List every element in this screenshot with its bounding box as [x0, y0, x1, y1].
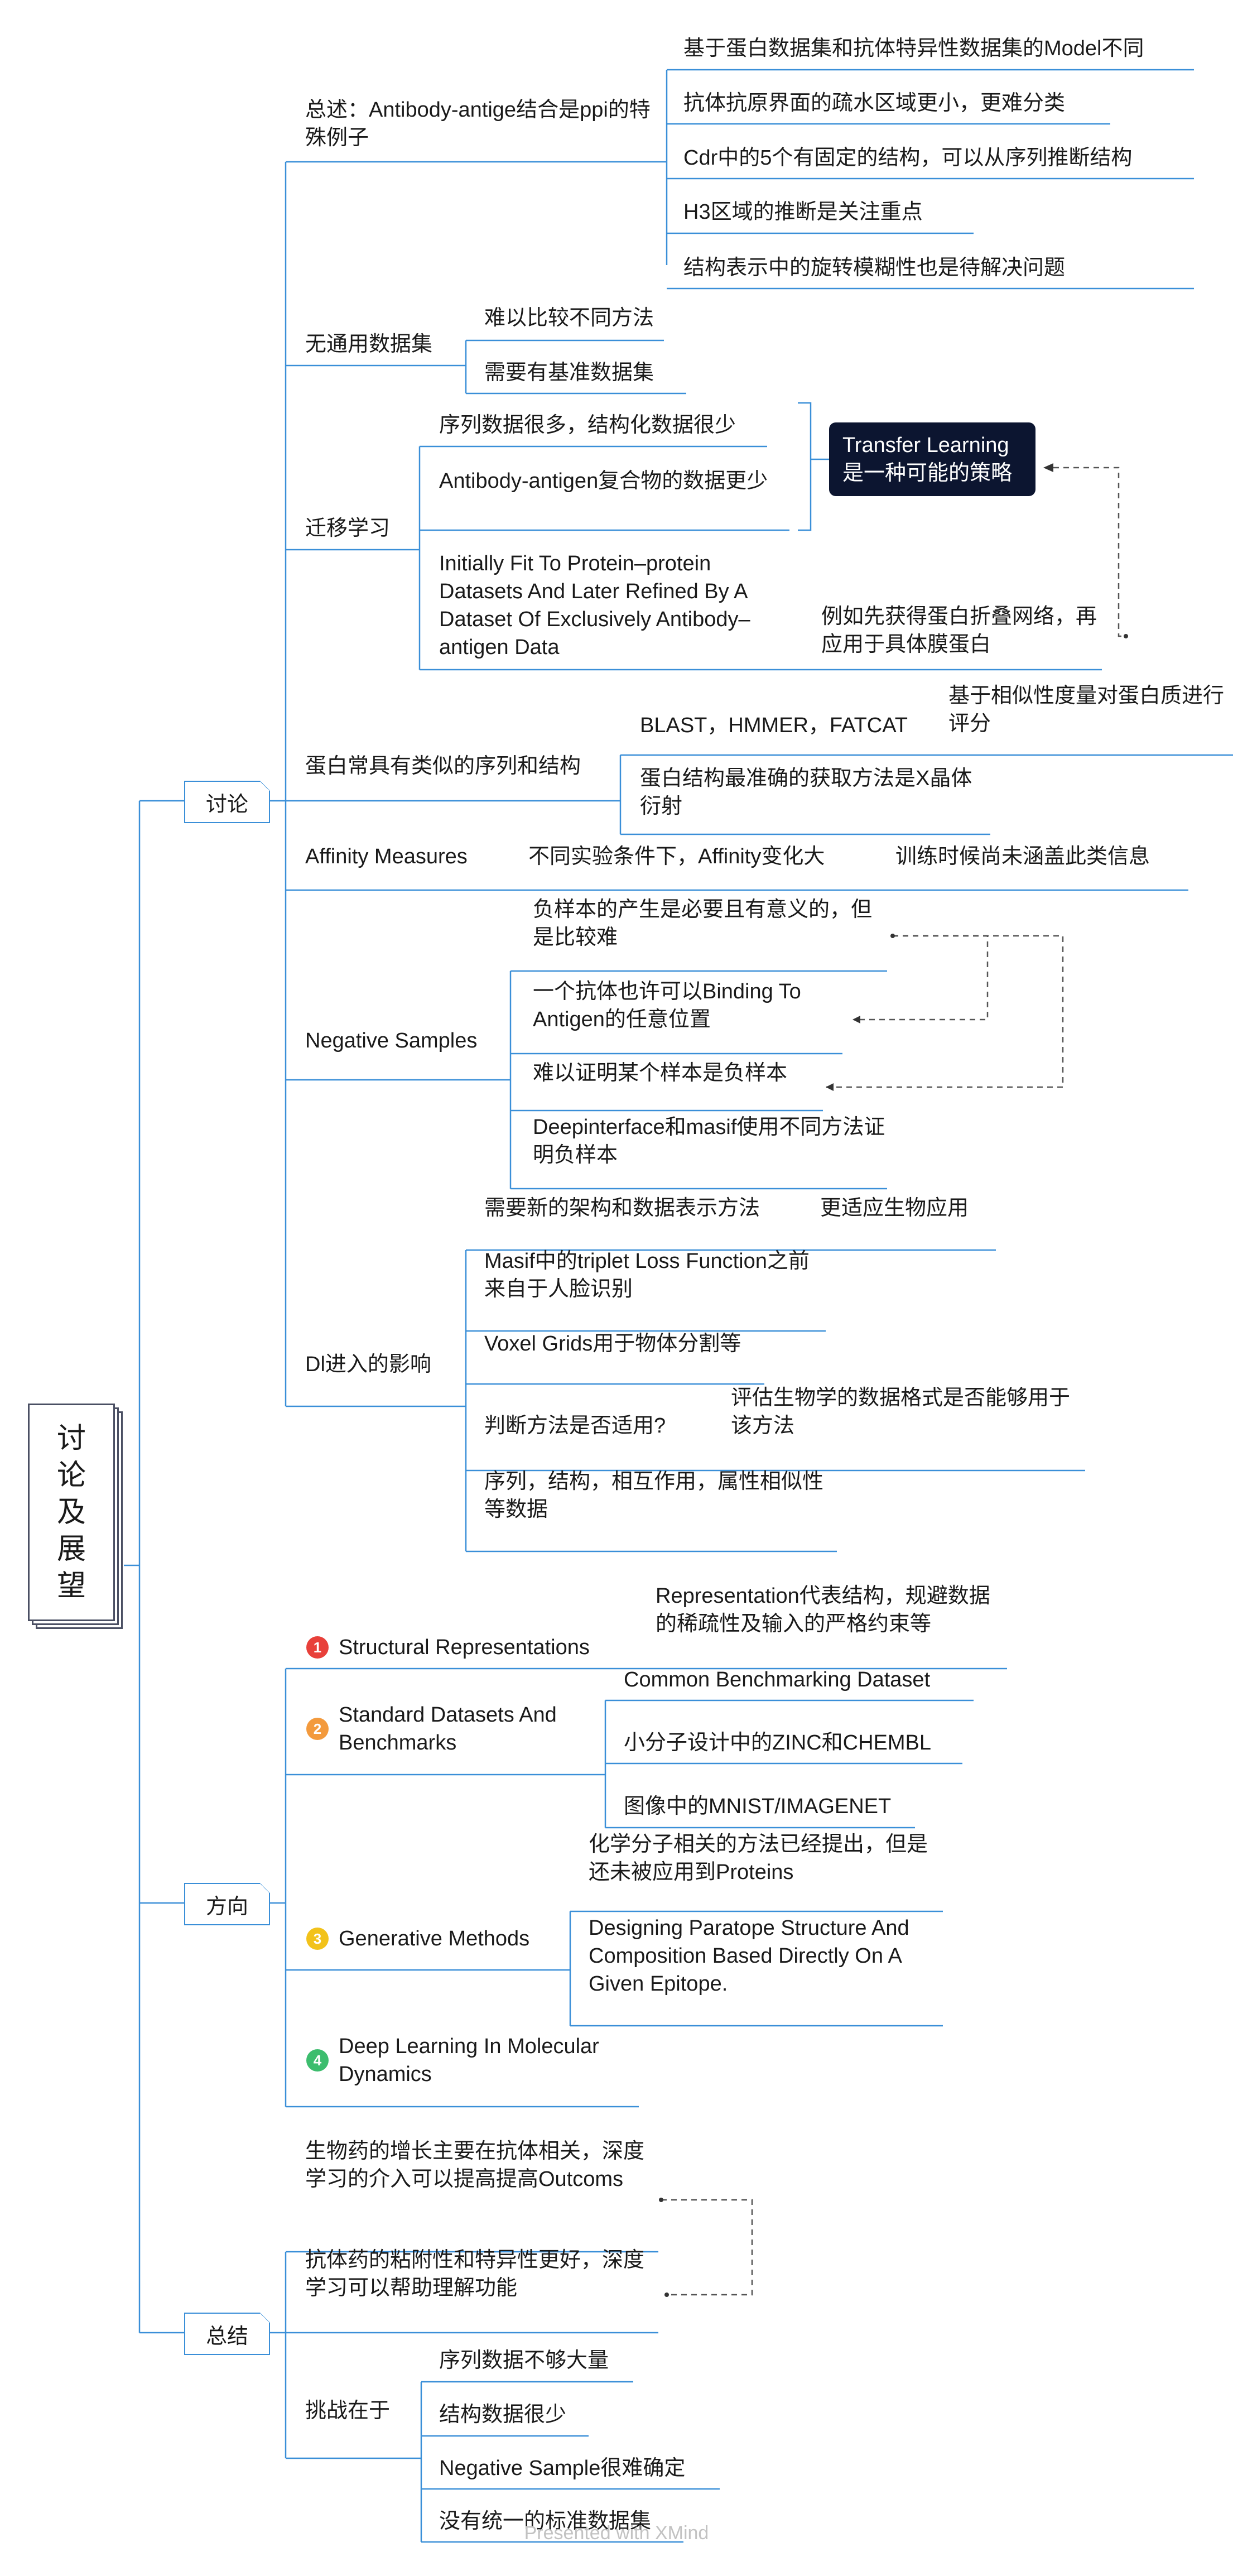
transfer-item[interactable]: Antibody-antigen复合物的数据更少 [439, 469, 768, 493]
transfer-note[interactable]: 例如先获得蛋白折叠网络，再应用于具体膜蛋白 [821, 605, 1097, 656]
affinity-sub[interactable]: 训练时候尚未涵盖此类信息 [895, 845, 1150, 868]
dl-item[interactable]: Voxel Grids用于物体分割等 [484, 1332, 741, 1356]
priority-3-icon: 3 [306, 1928, 329, 1950]
direction-sub[interactable]: 图像中的MNIST/IMAGENET [624, 1795, 892, 1818]
root-card: 讨论及展望 [28, 1404, 115, 1621]
fold-corner-icon [260, 2313, 270, 2323]
direction-sub[interactable]: 化学分子相关的方法已经提出，但是还未被应用到Proteins [589, 1833, 928, 1884]
priority-1-icon: 1 [306, 1636, 329, 1659]
direction-item[interactable]: Generative Methods [339, 1927, 530, 1950]
overview-item[interactable]: Cdr中的5个有固定的结构，可以从序列推断结构 [683, 146, 1133, 170]
dl-topic[interactable]: Dl进入的影响 [305, 1353, 431, 1376]
direction-sub[interactable]: Designing Paratope Structure And Composi… [589, 1916, 909, 1996]
transfer-summary-text: Transfer Learning是一种可能的策略 [842, 434, 1013, 485]
overview-item[interactable]: 抗体抗原界面的疏水区域更小，更难分类 [683, 92, 1066, 115]
direction-sub[interactable]: Common Benchmarking Dataset [624, 1668, 931, 1691]
similar-item[interactable]: 蛋白结构最准确的获取方法是X晶体衍射 [640, 767, 972, 818]
transfer-summary-highlight[interactable]: Transfer Learning是一种可能的策略 [829, 422, 1035, 496]
topic-summary[interactable]: 总结 [184, 2313, 270, 2355]
fold-corner-icon [260, 781, 270, 791]
challenge-item[interactable]: Negative Sample很难确定 [439, 2457, 686, 2480]
negative-topic[interactable]: Negative Samples [305, 1029, 478, 1052]
direction-item[interactable]: Standard Datasets And Benchmarks [339, 1703, 557, 1755]
affinity-item[interactable]: 不同实验条件下，Affinity变化大 [528, 845, 825, 868]
negative-item[interactable]: 难以证明某个样本是负样本 [533, 1061, 788, 1085]
dl-item[interactable]: 需要新的架构和数据表示方法 [484, 1196, 760, 1220]
negative-item[interactable]: 负样本的产生是必要且有意义的，但是比较难 [533, 898, 873, 949]
negative-item[interactable]: Deepinterface和masif使用不同方法证明负样本 [533, 1116, 885, 1167]
topic-direction[interactable]: 方向 [184, 1883, 270, 1925]
dl-sub[interactable]: 更适应生物应用 [820, 1196, 969, 1220]
direction-sub[interactable]: Representation代表结构，规避数据的稀疏性及输入的严格约束等 [656, 1584, 990, 1636]
topic-discussion-label: 讨论 [205, 792, 248, 816]
fold-corner-icon [260, 1883, 270, 1893]
transfer-item[interactable]: 序列数据很多，结构化数据很少 [439, 414, 736, 437]
topic-direction-label: 方向 [205, 1895, 248, 1919]
no-dataset-item[interactable]: 难以比较不同方法 [484, 306, 654, 330]
similar-topic[interactable]: 蛋白常具有类似的序列和结构 [305, 754, 581, 778]
dl-item[interactable]: 判断方法是否适用? [484, 1414, 666, 1438]
transfer-topic[interactable]: 迁移学习 [305, 517, 391, 540]
no-dataset-item[interactable]: 需要有基准数据集 [484, 361, 654, 385]
dl-sub[interactable]: 评估生物学的数据格式是否能够用于该方法 [731, 1386, 1071, 1438]
negative-item[interactable]: 一个抗体也许可以Binding To Antigen的任意位置 [533, 980, 801, 1031]
affinity-topic[interactable]: Affinity Measures [305, 845, 468, 868]
overview-item[interactable]: H3区域的推断是关注重点 [683, 200, 923, 224]
topic-summary-label: 总结 [205, 2324, 248, 2348]
direction-item[interactable]: Deep Learning In Molecular Dynamics [339, 2035, 599, 2086]
dl-item[interactable]: Masif中的triplet Loss Function之前来自于人脸识别 [484, 1249, 810, 1301]
priority-2-icon: 2 [306, 1718, 329, 1740]
dl-item[interactable]: 序列，结构，相互作用，属性相似性等数据 [484, 1470, 824, 1521]
similar-sub[interactable]: 基于相似性度量对蛋白质进行评分 [948, 684, 1225, 736]
priority-4-icon: 4 [306, 2049, 329, 2072]
overview-item[interactable]: 结构表示中的旋转模糊性也是待解决问题 [683, 256, 1066, 280]
overview-item[interactable]: 基于蛋白数据集和抗体特异性数据集的Model不同 [683, 37, 1144, 60]
summary-point[interactable]: 生物药的增长主要在抗体相关，深度学习的介入可以提高提高Outcoms [305, 2140, 645, 2191]
transfer-item[interactable]: Initially Fit To Protein–protein Dataset… [439, 552, 750, 659]
direction-item[interactable]: Structural Representations [339, 1636, 590, 1659]
challenge-topic[interactable]: 挑战在于 [305, 2399, 391, 2423]
footer-credit: Presented with XMind [524, 2522, 709, 2544]
root-topic[interactable]: 讨论及展望 [28, 1404, 124, 1638]
challenge-item[interactable]: 序列数据不够大量 [439, 2349, 609, 2372]
topic-discussion[interactable]: 讨论 [184, 781, 270, 823]
challenge-item[interactable]: 结构数据很少 [439, 2403, 567, 2426]
challenge-item[interactable]: 没有统一的标准数据集 [439, 2510, 652, 2533]
overview-topic[interactable]: 总述：Antibody-antige结合是ppi的特殊例子 [305, 98, 651, 150]
similar-item[interactable]: BLAST，HMMER，FATCAT [640, 714, 908, 737]
root-title: 讨论及展望 [56, 1422, 86, 1602]
no-dataset-topic[interactable]: 无通用数据集 [305, 333, 433, 356]
summary-point[interactable]: 抗体药的粘附性和特异性更好，深度学习可以帮助理解功能 [305, 2248, 645, 2300]
direction-sub[interactable]: 小分子设计中的ZINC和CHEMBL [624, 1731, 932, 1755]
